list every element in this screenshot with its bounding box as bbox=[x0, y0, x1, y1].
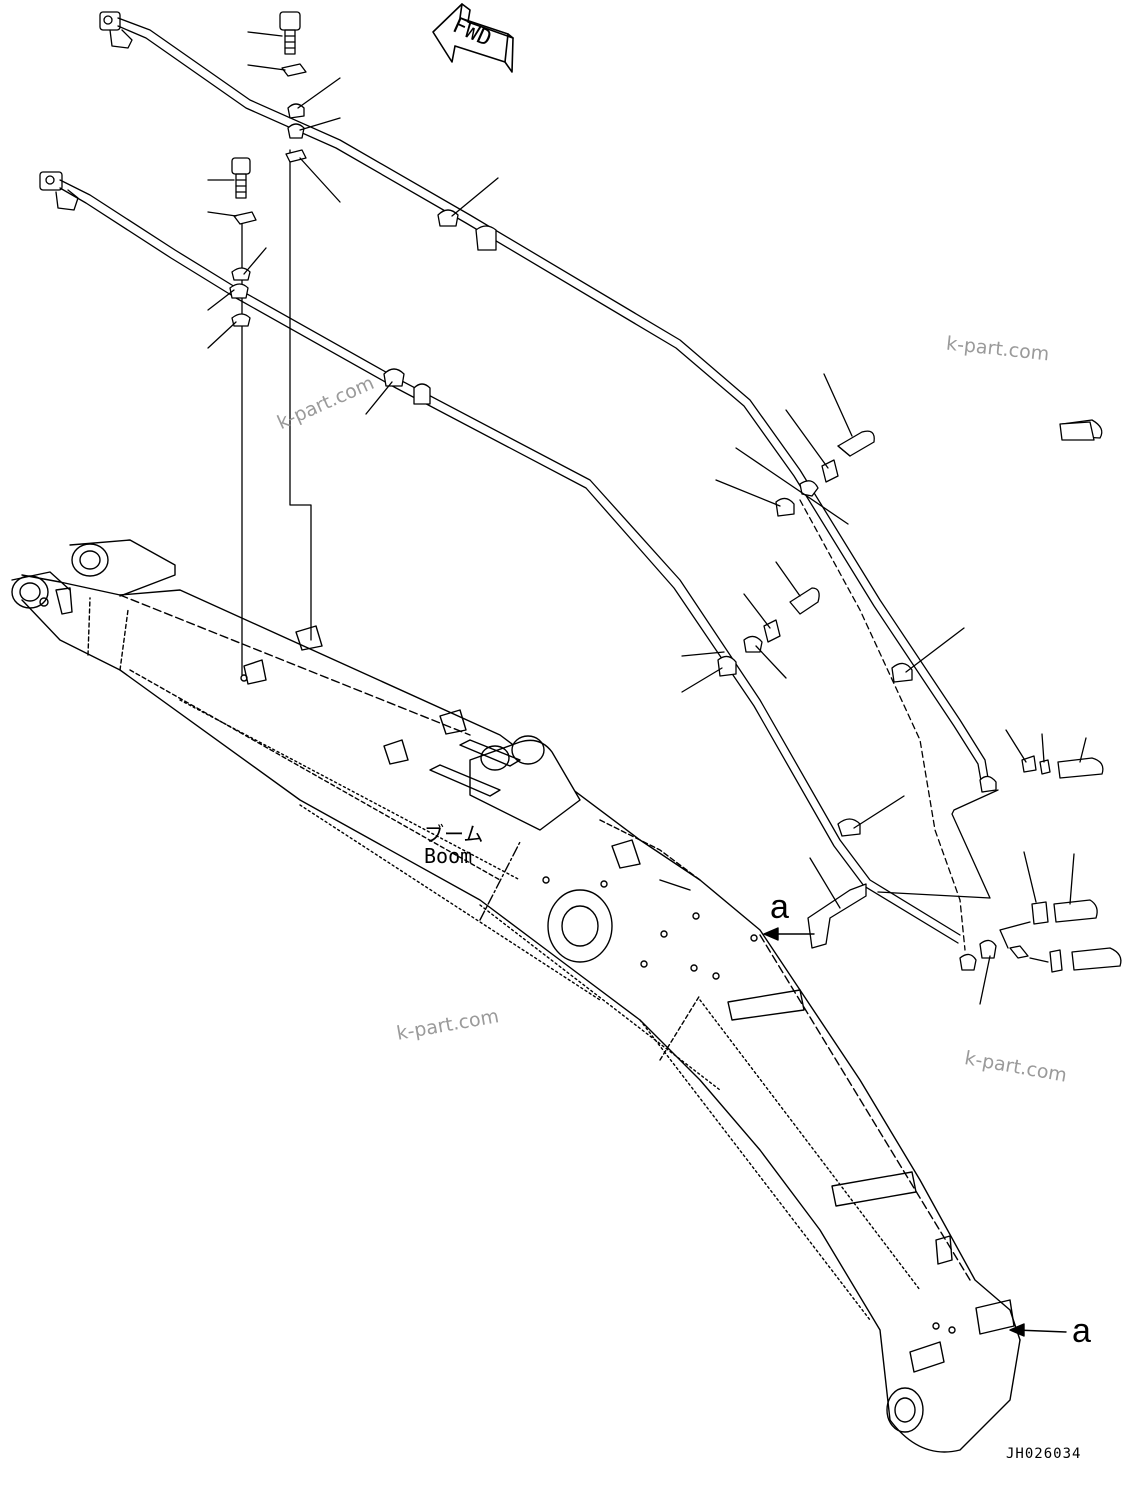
upper-fitting-icon bbox=[100, 12, 132, 48]
fwd-arrow-icon bbox=[433, 4, 513, 72]
reference-letter-a-lower: a bbox=[1072, 1312, 1091, 1350]
reference-letter-a-upper: a bbox=[770, 888, 789, 926]
leader-lines-right bbox=[682, 374, 1086, 1004]
reference-arrows bbox=[764, 928, 1066, 1336]
bolt-icon bbox=[280, 12, 300, 54]
bolt-icon bbox=[232, 158, 250, 198]
boom-body bbox=[12, 540, 1020, 1452]
lower-fitting-icon bbox=[40, 172, 78, 210]
part-label-en: Boom bbox=[424, 844, 473, 868]
lower-hose-pipe bbox=[60, 180, 960, 943]
leader-lines bbox=[208, 32, 498, 414]
right-hardware bbox=[718, 420, 1121, 972]
upper-hose-pipe bbox=[118, 18, 990, 950]
part-label-jp: ブーム bbox=[424, 822, 484, 846]
drawing-code: JH026034 bbox=[1006, 1446, 1082, 1462]
clamp-icons bbox=[230, 64, 496, 404]
